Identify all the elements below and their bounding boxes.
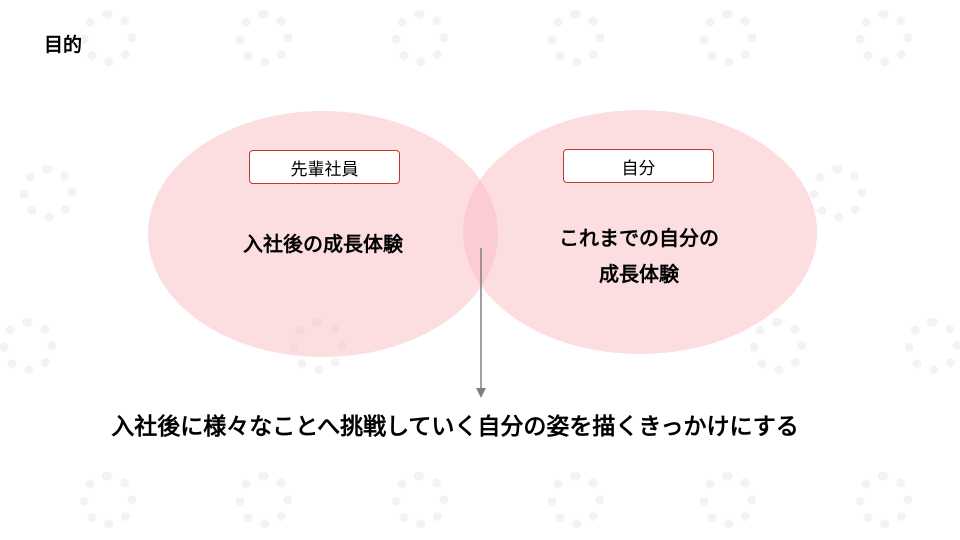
right-circle (463, 110, 817, 354)
right-circle-label: 自分 (563, 149, 714, 183)
page-title: 目的 (44, 34, 83, 56)
conclusion-text: 入社後に様々なことへ挑戦していく自分の姿を描くきっかけにする (111, 414, 799, 440)
right-circle-text-line2: 成長体験 (599, 262, 679, 286)
left-circle (148, 111, 498, 357)
arrow-head (476, 388, 486, 398)
right-circle-text: これまでの自分の 成長体験 (520, 220, 758, 292)
right-circle-text-line1: これまでの自分の (559, 226, 719, 250)
left-circle-text: 入社後の成長体験 (243, 232, 403, 256)
left-circle-label: 先輩社員 (249, 150, 400, 184)
